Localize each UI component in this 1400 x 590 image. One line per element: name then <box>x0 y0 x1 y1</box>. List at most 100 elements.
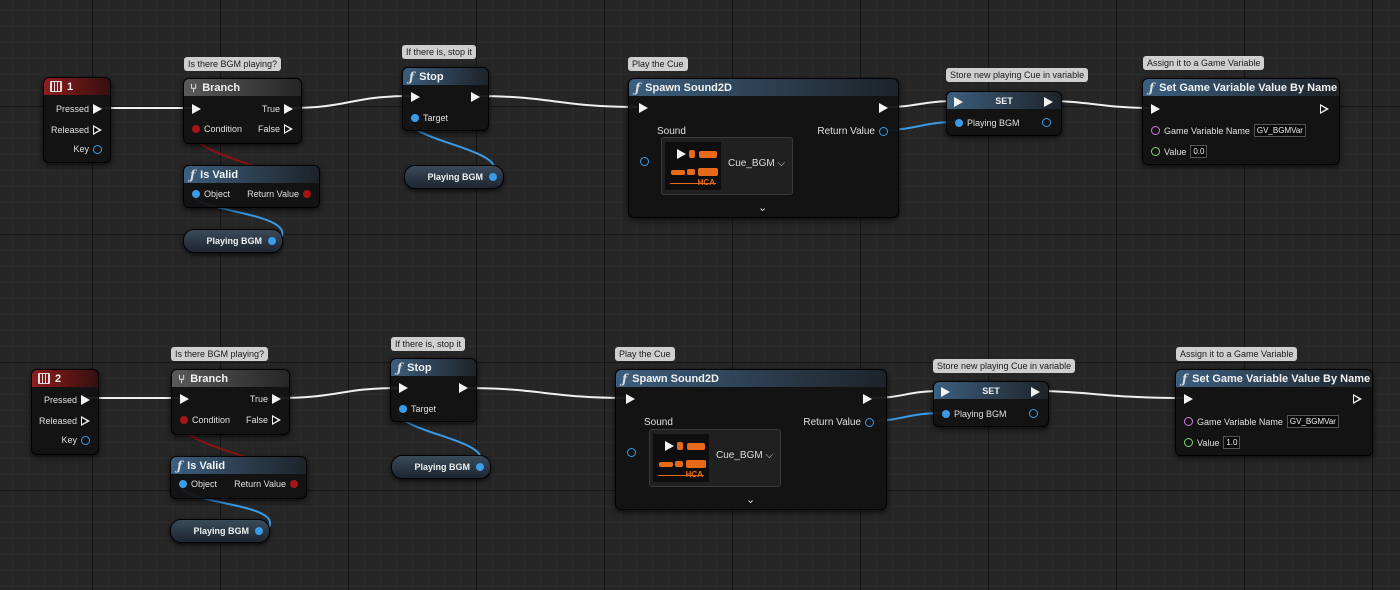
playing-bgm-getter[interactable]: Playing BGM <box>183 229 283 253</box>
spawn-exec-out-pin[interactable] <box>863 394 872 404</box>
exec-pin-icon[interactable] <box>284 124 293 134</box>
sound-asset-picker[interactable]: HCA Cue_BGM ⌵ <box>649 429 781 487</box>
object-pin-icon[interactable] <box>179 480 187 488</box>
exec-pin-icon[interactable] <box>272 394 281 404</box>
exec-pin-icon[interactable] <box>1151 104 1160 114</box>
playing-bgm-getter[interactable]: Playing BGM <box>404 165 504 189</box>
is-valid-node[interactable]: ƒ Is Valid Object Return Value <box>183 165 320 208</box>
object-pin-icon[interactable] <box>640 157 649 166</box>
stop-header[interactable]: ƒ Stop <box>391 359 476 376</box>
is-valid-node[interactable]: ƒ Is Valid Object Return Value <box>170 456 307 499</box>
exec-pin-icon[interactable] <box>863 394 872 404</box>
branch-node[interactable]: ⑂ Branch Condition True False <box>171 369 290 435</box>
set-playing-bgm-pin[interactable]: Playing BGM <box>942 409 1007 419</box>
false-pin[interactable]: False <box>258 124 293 134</box>
spawn-exec-out-pin[interactable] <box>879 103 888 113</box>
object-pin-icon[interactable] <box>1042 118 1051 127</box>
branch-exec-in-pin[interactable] <box>192 104 201 114</box>
assign-exec-out-pin[interactable] <box>1353 394 1362 404</box>
spawn-exec-in-pin[interactable] <box>626 394 635 404</box>
set-game-variable-header[interactable]: ƒ Set Game Variable Value By Name <box>1143 79 1339 96</box>
name-pin-icon[interactable] <box>1151 126 1160 135</box>
set-exec-in-pin[interactable] <box>941 387 950 397</box>
exec-pin-icon[interactable] <box>1031 387 1040 397</box>
exec-pin-icon[interactable] <box>399 383 408 393</box>
exec-pin-icon[interactable] <box>81 395 90 405</box>
exec-pin-icon[interactable] <box>180 394 189 404</box>
true-pin[interactable]: True <box>262 104 293 114</box>
set-header[interactable]: SET <box>934 382 1048 399</box>
exec-pin-icon[interactable] <box>471 92 480 102</box>
object-pin-icon[interactable] <box>865 418 874 427</box>
bool-pin-icon[interactable] <box>290 480 298 488</box>
spawn-return-value-pin[interactable]: Return Value <box>803 417 874 428</box>
object-pin-icon[interactable] <box>489 173 497 181</box>
true-pin[interactable]: True <box>250 394 281 404</box>
target-pin[interactable]: Target <box>411 113 448 123</box>
exec-pin-icon[interactable] <box>626 394 635 404</box>
set-game-variable-header[interactable]: ƒ Set Game Variable Value By Name <box>1176 370 1372 387</box>
playing-bgm-getter[interactable]: Playing BGM <box>170 519 270 543</box>
sound-asset-picker[interactable]: HCA Cue_BGM ⌵ <box>661 137 793 195</box>
object-pin-icon[interactable] <box>411 114 419 122</box>
exec-pin-icon[interactable] <box>93 104 102 114</box>
set-variable-node[interactable]: SET Playing BGM <box>933 381 1049 427</box>
set-exec-out-pin[interactable] <box>1031 387 1040 397</box>
value-field[interactable]: 0.0 <box>1190 145 1208 158</box>
return-value-pin[interactable]: Return Value <box>234 479 298 489</box>
branch-node[interactable]: ⑂ Branch Condition True False <box>183 78 302 144</box>
return-value-pin[interactable]: Return Value <box>247 189 311 199</box>
playing-bgm-getter[interactable]: Playing BGM <box>391 455 491 479</box>
target-pin[interactable]: Target <box>399 404 436 414</box>
exec-pin-icon[interactable] <box>954 97 963 107</box>
float-pin-icon[interactable] <box>1151 147 1160 156</box>
pressed-pin[interactable]: Pressed <box>44 395 90 405</box>
exec-pin-icon[interactable] <box>81 416 90 426</box>
set-playing-bgm-pin[interactable]: Playing BGM <box>955 118 1020 128</box>
assign-exec-in-pin[interactable] <box>1151 104 1160 114</box>
set-exec-in-pin[interactable] <box>954 97 963 107</box>
stop-exec-out-pin[interactable] <box>471 92 480 102</box>
sound-pin[interactable] <box>640 157 649 166</box>
branch-header[interactable]: ⑂ Branch <box>184 79 301 96</box>
released-pin[interactable]: Released <box>39 416 90 426</box>
stop-exec-in-pin[interactable] <box>399 383 408 393</box>
condition-pin[interactable]: Condition <box>192 124 242 134</box>
exec-pin-icon[interactable] <box>1044 97 1053 107</box>
object-pin-icon[interactable] <box>255 527 263 535</box>
set-variable-node[interactable]: SET Playing BGM <box>946 91 1062 136</box>
is-valid-header[interactable]: ƒ Is Valid <box>171 457 306 474</box>
pressed-pin[interactable]: Pressed <box>56 104 102 114</box>
stop-exec-out-pin[interactable] <box>459 383 468 393</box>
set-game-variable-node[interactable]: ƒ Set Game Variable Value By Name Game V… <box>1175 369 1373 456</box>
float-pin-icon[interactable] <box>1184 438 1193 447</box>
assign-exec-in-pin[interactable] <box>1184 394 1193 404</box>
exec-pin-icon[interactable] <box>93 125 102 135</box>
exec-pin-icon[interactable] <box>284 104 293 114</box>
assign-exec-out-pin[interactable] <box>1320 104 1329 114</box>
exec-pin-icon[interactable] <box>192 104 201 114</box>
bool-pin-icon[interactable] <box>180 416 188 424</box>
key-event-header[interactable]: 1 <box>44 78 110 95</box>
spawn-sound2d-header[interactable]: ƒ Spawn Sound2D <box>629 79 898 96</box>
key-pin[interactable]: Key <box>73 144 102 154</box>
set-output-pin[interactable] <box>1029 409 1038 418</box>
object-pin-icon[interactable] <box>192 190 200 198</box>
stop-exec-in-pin[interactable] <box>411 92 420 102</box>
released-pin[interactable]: Released <box>51 125 102 135</box>
stop-header[interactable]: ƒ Stop <box>403 68 488 85</box>
object-pin[interactable]: Object <box>192 189 230 199</box>
exec-pin-icon[interactable] <box>411 92 420 102</box>
chevron-down-icon[interactable]: ⌄ <box>758 202 768 214</box>
key-event-node[interactable]: 1 Pressed Released Key <box>43 77 111 163</box>
set-game-variable-node[interactable]: ƒ Set Game Variable Value By Name Game V… <box>1142 78 1340 165</box>
spawn-return-value-pin[interactable]: Return Value <box>817 126 888 137</box>
stop-node[interactable]: ƒ Stop Target <box>390 358 477 422</box>
is-valid-header[interactable]: ƒ Is Valid <box>184 166 319 183</box>
spawn-exec-in-pin[interactable] <box>639 103 648 113</box>
bool-pin-icon[interactable] <box>192 125 200 133</box>
object-pin-icon[interactable] <box>268 237 276 245</box>
object-pin-icon[interactable] <box>942 410 950 418</box>
